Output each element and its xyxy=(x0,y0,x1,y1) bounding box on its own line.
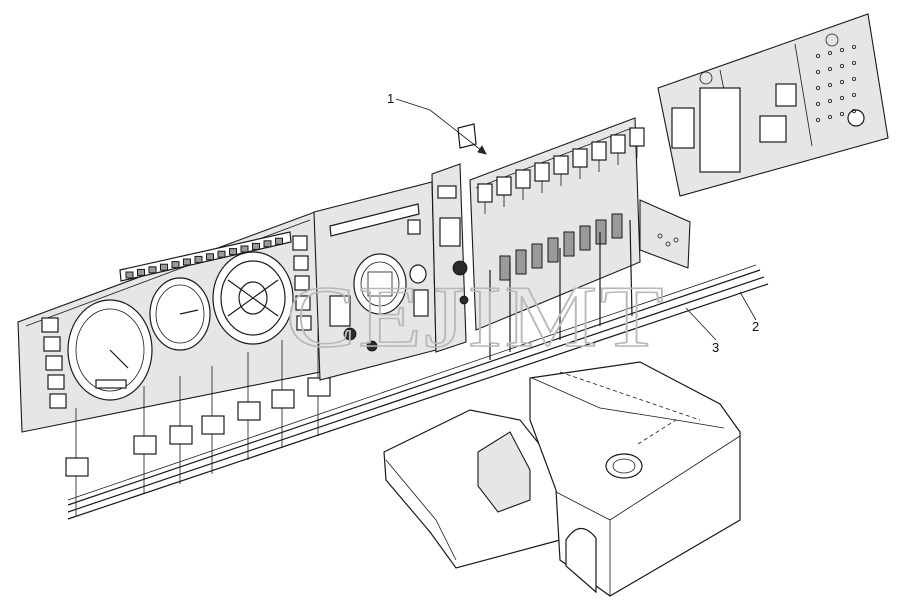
mounting-hole xyxy=(840,80,845,85)
indicator-lamp xyxy=(263,240,272,248)
relay xyxy=(572,148,588,168)
indicator-lamp xyxy=(252,242,260,250)
ignition-switch-cutout xyxy=(605,453,643,479)
callout-2-group: 2 xyxy=(739,291,759,334)
mounting-hole xyxy=(828,67,833,72)
indicator-lamp xyxy=(229,248,237,256)
wire-connector xyxy=(169,425,193,445)
wire-connector xyxy=(201,415,225,435)
fuse xyxy=(563,231,575,257)
fuse xyxy=(611,213,623,239)
mounting-hole xyxy=(852,45,857,50)
mounting-hole xyxy=(816,118,821,123)
wire-connector xyxy=(307,377,331,397)
mounting-hole xyxy=(840,96,845,101)
callout-3-group: 3 xyxy=(685,307,719,355)
indicator-lamp xyxy=(275,237,283,245)
wire-connector xyxy=(237,401,261,421)
mounting-hole xyxy=(828,99,833,104)
mounting-hole xyxy=(852,61,857,66)
fuse xyxy=(547,237,559,263)
fuse xyxy=(595,219,607,245)
left-switch-column xyxy=(41,317,67,409)
combination-gauge xyxy=(212,251,294,345)
lower-console-cover-right xyxy=(529,361,741,597)
item-1-part xyxy=(457,123,477,149)
callout-1: 1 xyxy=(387,91,394,106)
relay xyxy=(553,155,569,175)
wire-connector xyxy=(271,389,295,409)
indicator-lamp-strip xyxy=(119,231,292,282)
callout-3: 3 xyxy=(712,340,719,355)
mounting-hole xyxy=(816,102,821,107)
mounting-hole xyxy=(852,77,857,82)
mounting-hole xyxy=(828,115,833,120)
mounting-hole xyxy=(840,64,845,69)
wire-connector xyxy=(133,435,157,455)
speedometer-gauge xyxy=(67,299,153,401)
fuse xyxy=(515,249,527,275)
callout-1-group: 1 xyxy=(387,91,487,155)
mounting-plate xyxy=(657,13,889,197)
relay xyxy=(629,127,645,147)
watermark: CEJIMT xyxy=(286,269,666,366)
mounting-hole xyxy=(852,109,857,114)
indicator-lamp xyxy=(183,258,191,266)
wiring-harness-lower xyxy=(67,264,769,520)
wire-connector xyxy=(65,457,89,477)
narrow-switch-panel xyxy=(431,163,469,353)
mounting-hole xyxy=(828,83,833,88)
indicator-lamp xyxy=(137,268,145,276)
indicator-lamp xyxy=(206,253,214,261)
mounting-hole xyxy=(840,48,845,53)
center-gauge xyxy=(353,253,407,315)
callout-2: 2 xyxy=(752,319,759,334)
indicator-lamp xyxy=(194,255,203,263)
relay xyxy=(534,162,550,182)
indicator-lamp xyxy=(148,266,157,274)
relay xyxy=(610,134,626,154)
indicator-lamp xyxy=(160,263,168,271)
fuse xyxy=(579,225,591,251)
relay xyxy=(477,183,493,203)
indicator-lamp xyxy=(240,245,249,253)
indicator-lamp xyxy=(171,261,180,269)
right-switch-column xyxy=(292,235,312,331)
mounting-hole xyxy=(816,70,821,75)
relay-fuse-board xyxy=(469,117,691,360)
indicator-lamp xyxy=(125,271,134,279)
panel-connectors xyxy=(65,328,331,516)
lower-console-cover-left xyxy=(383,409,561,569)
mounting-hole xyxy=(828,51,833,56)
mounting-hole xyxy=(852,93,857,98)
relay xyxy=(496,176,512,196)
tachometer-gauge xyxy=(149,277,211,351)
mounting-hole xyxy=(816,54,821,59)
fuse xyxy=(531,243,543,269)
relay xyxy=(591,141,607,161)
mounting-hole xyxy=(816,86,821,91)
relay xyxy=(515,169,531,189)
indicator-lamp xyxy=(217,250,226,258)
mounting-hole xyxy=(840,112,845,117)
instrument-panel xyxy=(17,211,321,433)
